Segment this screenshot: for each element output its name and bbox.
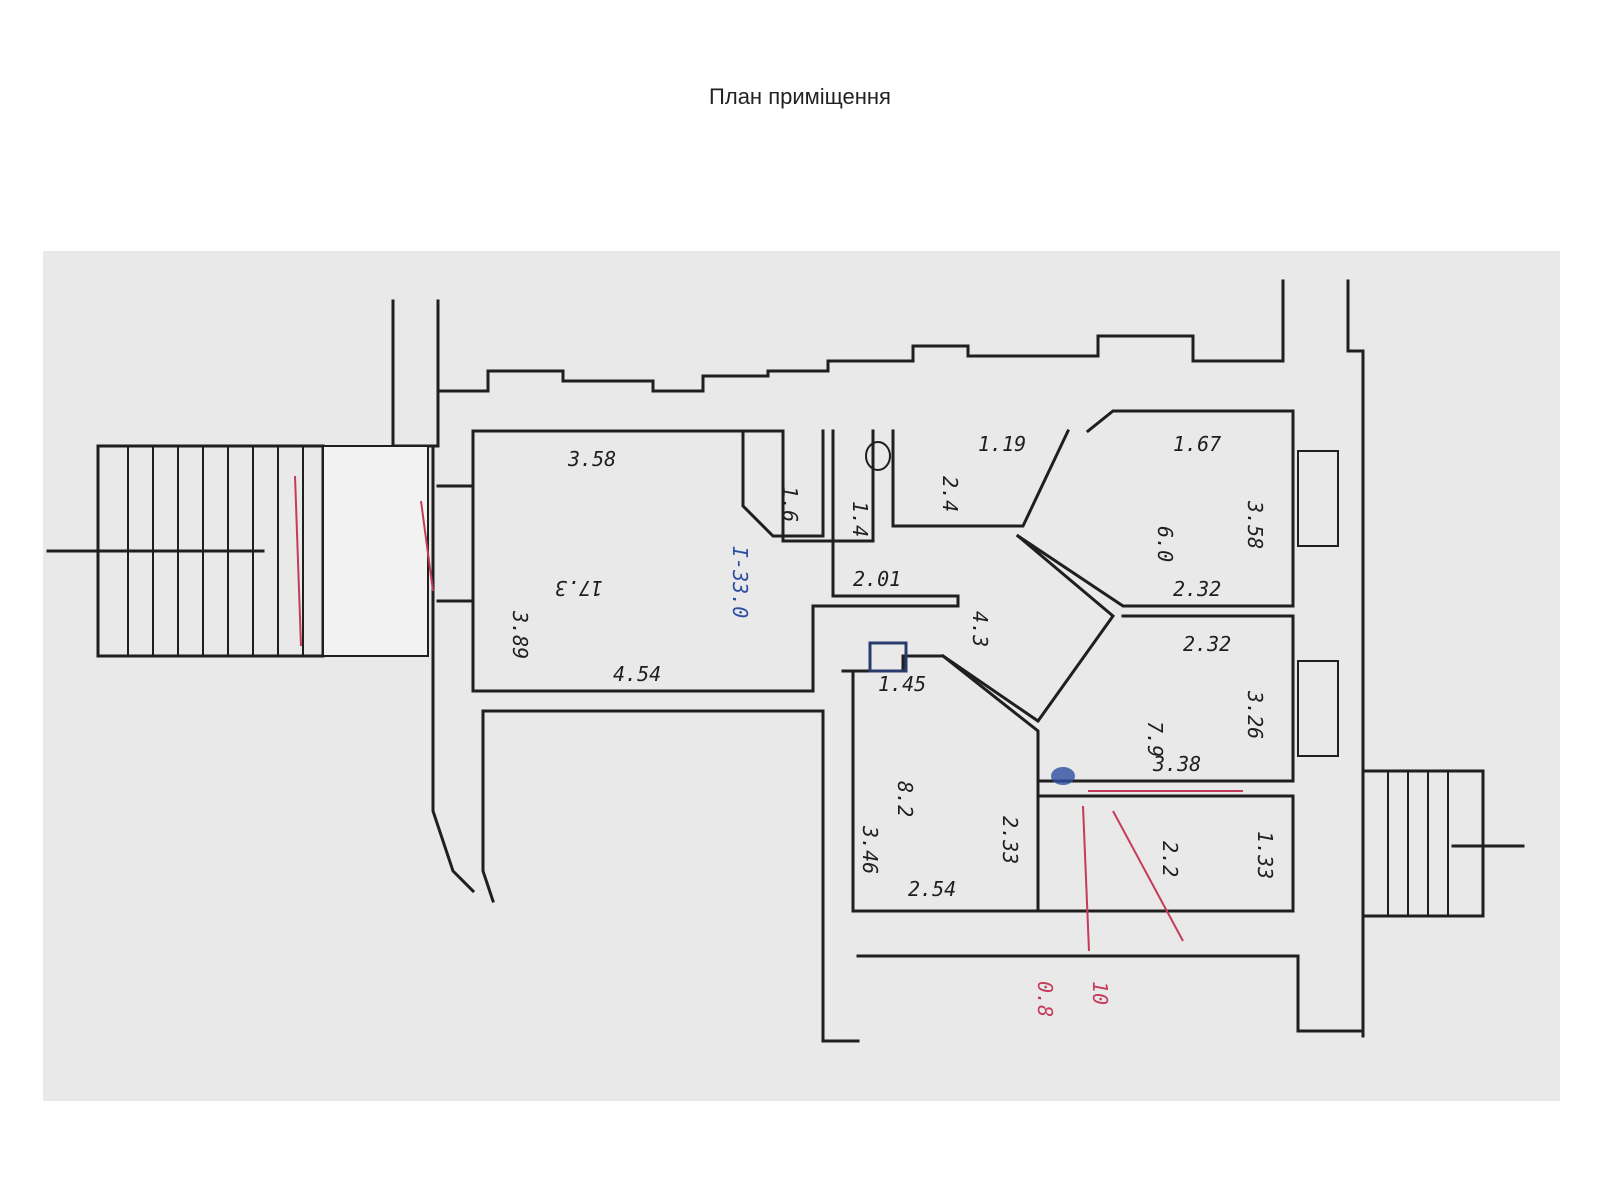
stair-treads-left (127, 446, 304, 656)
windows (1297, 450, 1339, 757)
room-8-area: 7.9 (1143, 721, 1167, 757)
room-1-wall (471, 429, 960, 693)
meter-mark (1051, 767, 1075, 785)
room-4-area: 2.4 (938, 476, 962, 512)
room-6-area: 8.2 (893, 781, 917, 817)
page-title: План приміщення (709, 84, 891, 109)
room-1-dim-bottom: 4.54 (613, 662, 661, 686)
room-8-dim-bottom: 3.38 (1152, 752, 1201, 776)
red-annotation-value: 0.8 (1033, 981, 1057, 1017)
room-9-wall (1036, 794, 1295, 913)
room-1-dim-side: 3.89 (508, 610, 532, 659)
lower-wall-left (481, 709, 495, 903)
chimney-box (868, 641, 908, 673)
floor-plan-scan: 17.3 3.58 3.89 4.54 1.6 1.4 2.4 1.19 6.0… (43, 251, 1560, 1101)
room-8-dim-top: 2.32 (1183, 632, 1231, 656)
wc-wall (741, 429, 825, 538)
lower-wall-bottom (856, 954, 1365, 1033)
room-6-dim-side: 3.46 (858, 825, 882, 874)
floor-plan: 17.3 3.58 3.89 4.54 1.6 1.4 2.4 1.19 6.0… (46, 279, 1525, 1043)
lower-wall-mid (481, 709, 860, 1043)
room-6-dim-top: 1.45 (878, 672, 926, 696)
outer-wall-right (1346, 279, 1365, 1038)
room-8-wall (1036, 614, 1295, 783)
room-7-dim: 2.01 (853, 567, 901, 591)
room-9-area: 2.2 (1158, 841, 1182, 877)
room-5-dim-top: 1.67 (1173, 432, 1221, 456)
room-6-dim-right: 2.33 (998, 816, 1022, 864)
room-6-wall (841, 654, 1040, 913)
room-6-dim-bottom: 2.54 (908, 877, 956, 901)
room-8-dim-side: 3.26 (1243, 690, 1267, 739)
red-annotation-label: 10 (1088, 981, 1112, 1005)
toilet-fixture (865, 441, 891, 471)
room-7-area: 4.3 (968, 611, 992, 647)
red-markup (294, 475, 1243, 952)
room-2-area: 1.6 (778, 486, 802, 522)
entry-wall-left (431, 444, 476, 894)
room-5-wall (1015, 409, 1295, 608)
room-1-fraction: 17.3 (555, 576, 603, 600)
room-1-dim-top: 3.58 (567, 447, 616, 471)
room-5-dim-bottom: 2.32 (1173, 577, 1221, 601)
room-4-dim: 1.19 (978, 432, 1026, 456)
stair-treads-right (1387, 771, 1449, 916)
blue-annotation: I-33.0 (728, 546, 752, 618)
wc-wall-3 (891, 429, 1070, 528)
room-5-area: 6.0 (1153, 526, 1177, 562)
stairs-right (1361, 769, 1485, 918)
room-9-dim: 1.33 (1253, 831, 1277, 879)
stair-landing (322, 445, 429, 657)
corridor-7-wall (940, 533, 1116, 724)
room-3-area: 1.4 (848, 501, 872, 537)
room-5-dim-side: 3.58 (1243, 500, 1267, 549)
outer-wall-top (391, 279, 1285, 448)
room-1-label: 17.3 3.58 3.89 4.54 (508, 447, 661, 686)
wc-wall-2 (831, 429, 875, 543)
